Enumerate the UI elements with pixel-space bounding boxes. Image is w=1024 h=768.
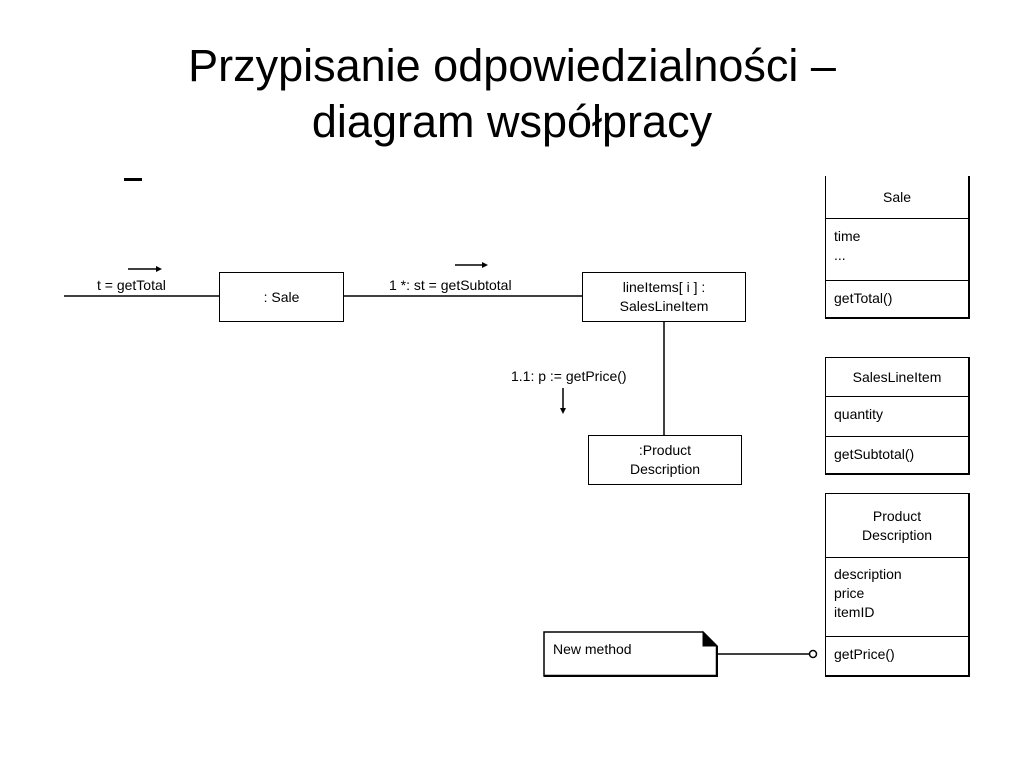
class-sales-line-item: SalesLineItem quantity getSubtotal() (825, 357, 970, 475)
class-pd-attributes: description price itemID (826, 557, 968, 636)
message-getTotal: t = getTotal (97, 277, 166, 293)
product-object-line1: :Product (638, 442, 692, 458)
class-sale-attr-ellipsis: ... (834, 247, 846, 263)
class-sli-name-text: SalesLineItem (852, 368, 942, 385)
class-sale-methods: getTotal() (826, 280, 968, 316)
class-pd-attr-description: description (834, 566, 902, 582)
getPrice-arrow-icon (560, 388, 566, 414)
slide-title: Przypisanie odpowiedzialności – diagram … (0, 38, 1024, 150)
message-getPrice: 1.1: p := getPrice() (511, 368, 627, 384)
message-getSubtotal: 1 *: st = getSubtotal (389, 277, 512, 293)
class-pd-attr-price: price (834, 585, 865, 601)
class-sale: Sale time ... getTotal() (825, 176, 970, 319)
product-description-object: :Product Description (588, 435, 742, 485)
class-sale-method-getTotal: getTotal() (834, 290, 893, 306)
product-object-line2: Description (629, 461, 701, 477)
class-pd-attr-itemID: itemID (834, 604, 875, 620)
class-sale-name: Sale (826, 176, 968, 218)
getSubtotal-arrow-icon (455, 262, 488, 268)
sale-object-label: : Sale (263, 288, 300, 305)
getTotal-arrow-icon (128, 266, 162, 272)
note-shape-icon (543, 631, 718, 677)
lineitems-object: lineItems[ i ] : SalesLineItem (582, 272, 746, 322)
class-sli-name: SalesLineItem (826, 358, 968, 396)
class-pd-name-line2: Description (861, 526, 933, 543)
class-sale-attributes: time ... (826, 218, 968, 280)
class-pd-name: Product Description (826, 494, 968, 557)
note-text: New method (553, 641, 632, 657)
class-pd-methods: getPrice() (826, 636, 968, 675)
lineitems-object-line2: SalesLineItem (619, 298, 709, 314)
class-sli-methods: getSubtotal() (826, 436, 968, 473)
note-anchor-icon (808, 649, 818, 659)
class-sale-name-text: Sale (882, 188, 912, 205)
class-sli-attr-quantity: quantity (834, 406, 884, 422)
lineitems-object-line1: lineItems[ i ] : (622, 279, 706, 295)
title-line-1: Przypisanie odpowiedzialności – (188, 40, 836, 91)
class-sale-attr-time: time (834, 228, 861, 244)
class-pd-method-getPrice: getPrice() (834, 646, 895, 662)
class-pd-name-line1: Product (872, 507, 922, 524)
class-sli-attributes: quantity (826, 396, 968, 436)
sale-object: : Sale (219, 272, 344, 322)
class-sli-method-getSubtotal: getSubtotal() (834, 446, 915, 462)
class-product-description: Product Description description price it… (825, 493, 970, 677)
bullet-dash (124, 178, 142, 181)
title-line-2: diagram współpracy (311, 96, 713, 147)
uml-note: New method (543, 631, 718, 677)
